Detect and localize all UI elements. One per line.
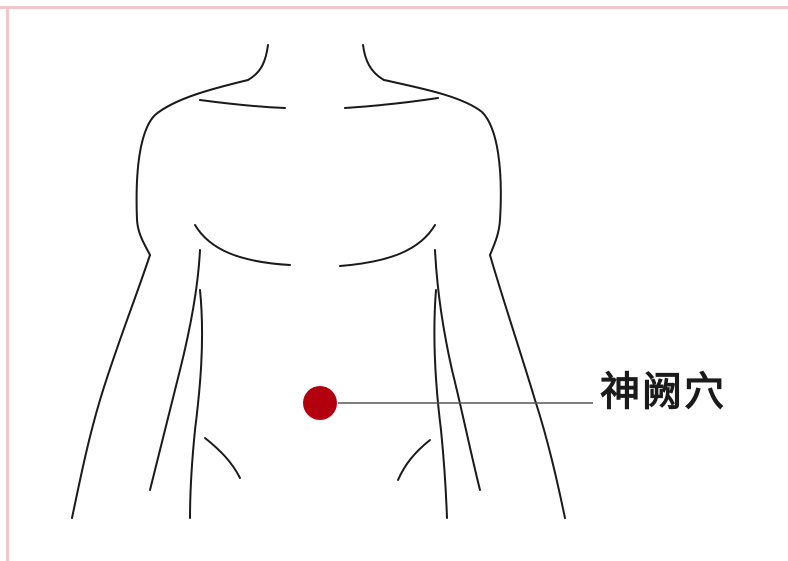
left-shoulder-outline <box>137 80 248 255</box>
left-inguinal-line <box>205 438 240 478</box>
right-inguinal-line <box>398 440 430 480</box>
left-outer-arm <box>72 255 150 518</box>
acupoint-label: 神阙穴 <box>600 372 726 412</box>
neck-left-line <box>248 45 268 80</box>
right-waist <box>434 290 447 518</box>
left-clavicle <box>200 100 285 108</box>
right-inner-arm <box>435 250 480 490</box>
left-waist <box>190 290 202 518</box>
right-shoulder-outline <box>384 80 501 255</box>
right-pectoral <box>340 225 435 266</box>
right-clavicle <box>345 98 438 108</box>
right-outer-arm <box>490 255 565 518</box>
shenque-point-marker <box>303 386 337 420</box>
neck-right-line <box>363 45 384 80</box>
left-pectoral <box>195 225 290 265</box>
